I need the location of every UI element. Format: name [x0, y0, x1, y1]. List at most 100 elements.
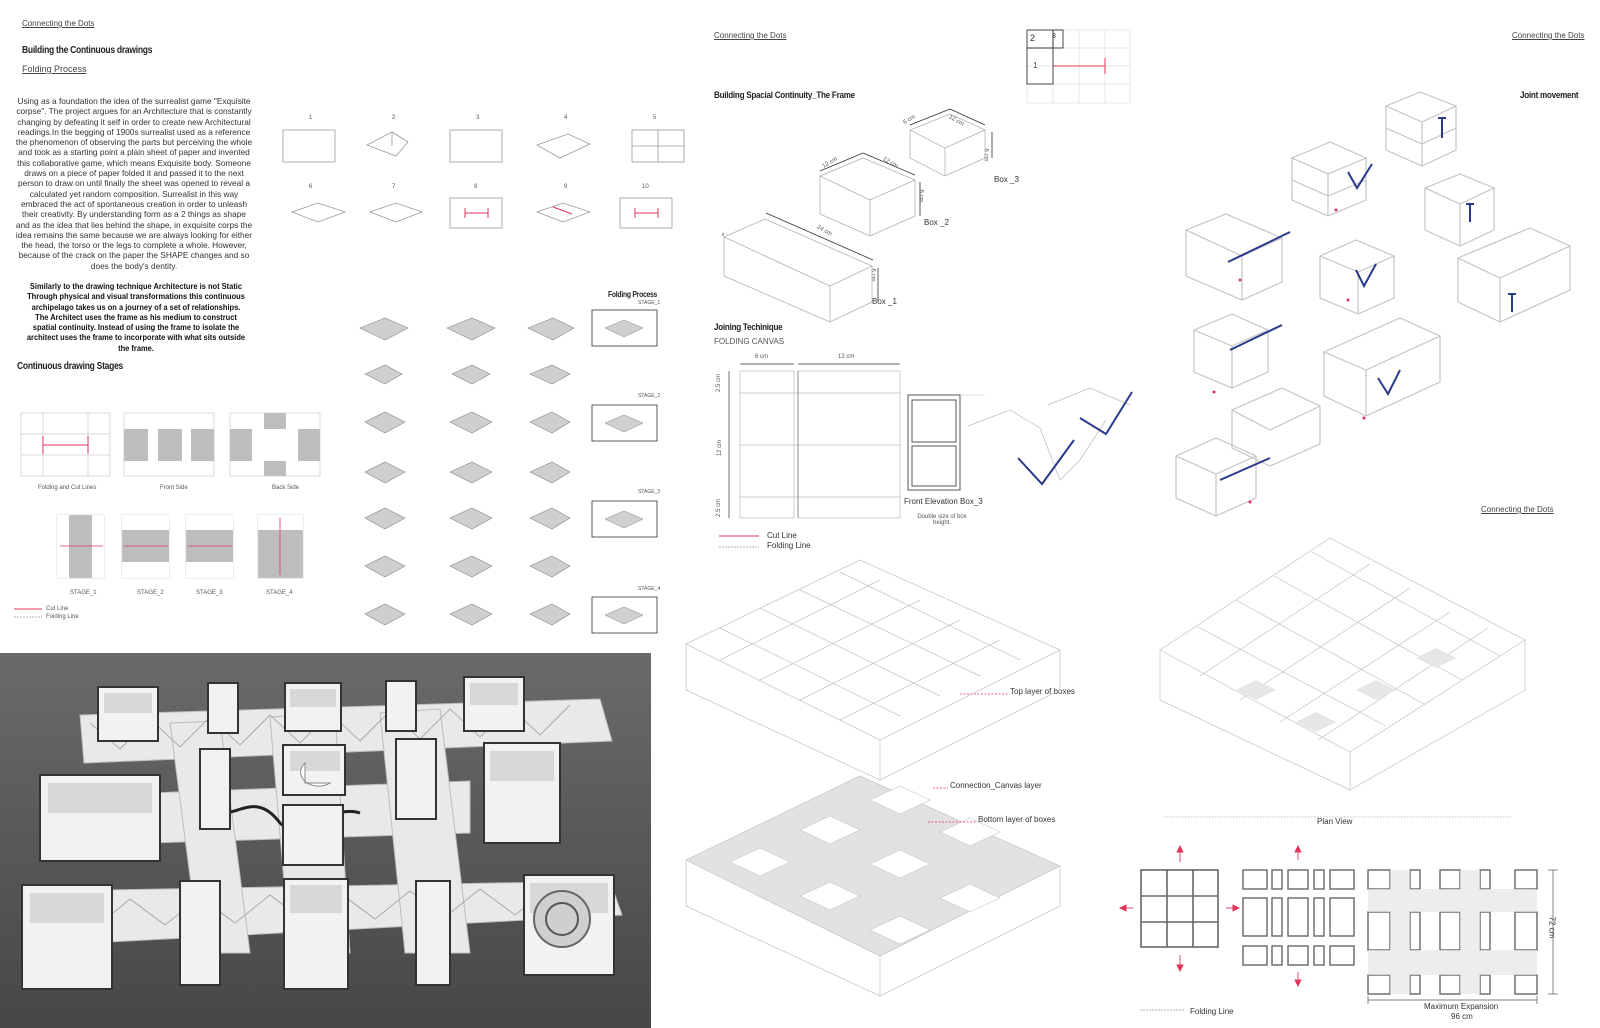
dim-label: 6 cm	[982, 148, 989, 162]
stage-panel-2	[123, 412, 215, 477]
step-number: 10	[642, 184, 649, 190]
legend-fold-label: Folding Line	[46, 614, 79, 620]
folding-process-title: Folding Process	[608, 290, 658, 299]
folding-line-label: Folding Line	[1190, 1007, 1234, 1016]
step-number: 7	[392, 184, 396, 190]
expanded-assembly	[1159, 537, 1526, 791]
joint-movement-title: Joint movement	[1520, 90, 1579, 101]
callout-bottom-layer: Bottom layer of boxes	[978, 815, 1056, 824]
connecting-dots-link-left[interactable]: Connecting the Dots	[22, 19, 95, 28]
step-number: 8	[474, 184, 478, 190]
bold-paragraph: Similarly to the drawing technique Archi…	[26, 281, 246, 353]
joining-subtitle: FOLDING CANVAS	[714, 337, 785, 346]
callout-canvas-layer: Connection_Canvas layer	[950, 781, 1042, 790]
step-number: 6	[309, 184, 313, 190]
model-box	[282, 804, 344, 866]
fp-stage-label: STAGE_2	[638, 393, 661, 399]
step-number: 2	[392, 115, 396, 121]
step-sheet	[535, 202, 592, 223]
box-2-label: Box _2	[924, 218, 949, 227]
fp-stage-frame	[591, 596, 658, 634]
stage-panel-1	[20, 412, 111, 477]
joint-lines	[1219, 117, 1516, 481]
model-box	[385, 680, 417, 732]
dim-label: 6 cm	[869, 268, 876, 282]
stage-label: STAGE_2	[137, 590, 164, 596]
plan-view-mid	[1242, 869, 1355, 966]
step-sheet	[449, 197, 503, 229]
fp-stage-label: STAGE_4	[638, 586, 661, 592]
plan-view-label: Plan View	[1317, 817, 1353, 826]
legend-cut-label: Cut Line	[46, 606, 69, 612]
box-1-label: Box _1	[872, 297, 897, 306]
step-sheet	[631, 129, 685, 163]
model-box	[415, 880, 451, 986]
connecting-dots-link-middle[interactable]: Connecting the Dots	[714, 31, 787, 40]
step-sheet	[449, 129, 503, 163]
front-elevation-label: Front Elevation Box_3	[904, 497, 983, 506]
intro-paragraph: Using as a foundation the idea of the su…	[15, 96, 253, 271]
joining-dim: 2.5 cm	[716, 498, 723, 518]
step-sheet	[366, 131, 409, 157]
bottom-layer-iso	[685, 775, 1061, 957]
stage-panel-label: Front Side	[160, 485, 188, 491]
step-sheet	[282, 129, 336, 163]
folding-process-link[interactable]: Folding Process	[22, 64, 87, 74]
left-title: Building the Continuous drawings	[22, 45, 153, 56]
grid-number: 1	[1033, 61, 1038, 70]
stage-panel-3	[229, 412, 321, 477]
step-number: 4	[564, 115, 568, 121]
joining-dim: 12 cm	[838, 354, 855, 360]
dim-label: 6 cm	[917, 189, 924, 203]
joining-dim: 6 cm	[755, 354, 769, 360]
model-box	[199, 748, 231, 830]
connecting-dots-link-right[interactable]: Connecting the Dots	[1512, 31, 1585, 40]
step-sheet	[290, 202, 347, 223]
connecting-dots-link-lower-right[interactable]: Connecting the Dots	[1481, 505, 1554, 514]
front-elevation-box	[907, 394, 961, 491]
box-3-label: Box _3	[994, 175, 1019, 184]
model-box	[179, 880, 221, 986]
step-number: 3	[476, 115, 480, 121]
fp-stage-frame	[591, 309, 658, 347]
step-number: 9	[564, 184, 568, 190]
step-number: 1	[309, 115, 313, 121]
plan-view-max	[1367, 869, 1538, 995]
model-photo	[0, 653, 651, 1028]
step-sheet	[619, 197, 673, 229]
fold-v-joint	[1079, 391, 1133, 436]
plan-view-compact	[1140, 869, 1219, 948]
stages-title: Continuous drawing Stages	[17, 361, 124, 372]
dim-label: 12 cm	[821, 156, 839, 170]
dim-label: 24 cm	[815, 224, 833, 238]
joining-dim: 12 cm	[717, 439, 724, 457]
stage-panel-label: Folding and Cut Lines	[38, 485, 97, 491]
legend-cut-label: Cut Line	[767, 531, 797, 540]
grid-number: 3	[1052, 33, 1056, 40]
step-number: 5	[653, 115, 657, 121]
folding-process-grid	[359, 317, 575, 626]
callout-top-layer: Top layer of boxes	[1010, 687, 1075, 696]
joining-title: Joining Techinique	[714, 322, 783, 333]
stage-label: STAGE_3	[196, 590, 223, 596]
fp-stage-frame	[591, 404, 658, 442]
dim-label: 12 cm	[881, 156, 899, 170]
dim-label: 12 cm	[947, 114, 965, 128]
double-size-note: Double size of box height.	[917, 514, 967, 526]
max-expansion-label: Maximum Expansion	[1424, 1002, 1499, 1011]
top-layer-iso	[685, 559, 1061, 781]
model-box	[395, 738, 437, 820]
dim-label: 6 cm	[902, 114, 917, 126]
frame-title: Building Spacial Continuity_The Frame	[714, 90, 855, 101]
step-sheet	[536, 133, 591, 159]
step-sheet	[368, 202, 424, 223]
stage-label: STAGE_4	[266, 590, 293, 596]
dim-vertical-label: 72 cm	[1547, 916, 1557, 939]
model-photo-illustration	[0, 653, 651, 1028]
stage-panel-label: Back Side	[272, 485, 300, 491]
grid-number: 2	[1030, 33, 1036, 43]
joining-dim: 2.5 cm	[716, 373, 723, 393]
legend-fold-label: Folding Line	[767, 541, 811, 550]
fp-stage-label: STAGE_1	[638, 300, 661, 306]
joint-movement-cubes	[1174, 91, 1572, 517]
